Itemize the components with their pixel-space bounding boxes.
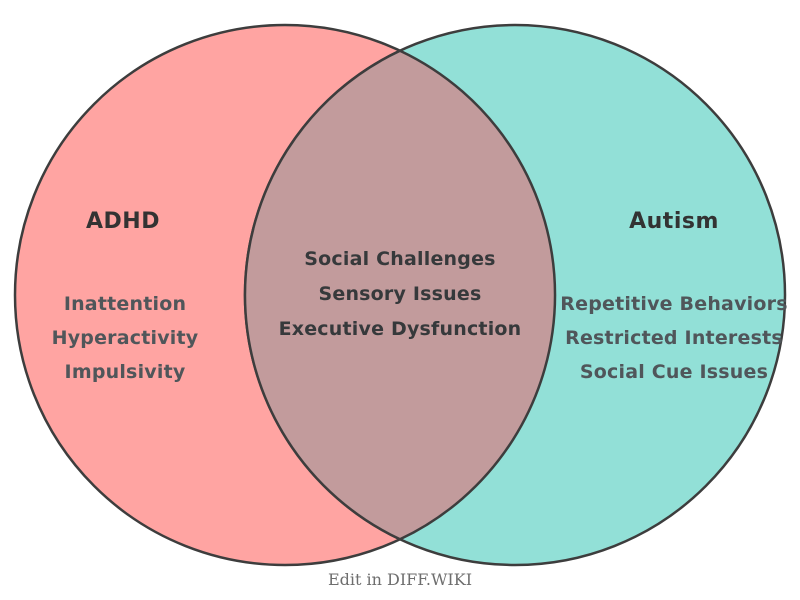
overlap-item: Sensory Issues (318, 283, 482, 305)
adhd-items: Inattention Hyperactivity Impulsivity (0, 287, 250, 389)
edit-in-diffwiki-link[interactable]: Edit in DIFF.WIKI (327, 570, 473, 589)
autism-item: Social Cue Issues (579, 361, 769, 383)
adhd-heading: ADHD (86, 209, 160, 234)
adhd-item: Inattention (63, 293, 187, 315)
autism-item: Restricted Interests (565, 327, 783, 349)
adhd-item: Impulsivity (64, 361, 186, 383)
overlap-region (243, 49, 557, 541)
adhd-item: Hyperactivity (51, 327, 199, 349)
autism-heading: Autism (629, 209, 719, 234)
overlap-item: Social Challenges (304, 248, 496, 270)
autism-item: Repetitive Behaviors (560, 293, 788, 315)
overlap-items: Social Challenges Sensory Issues Executi… (275, 242, 525, 347)
overlap-item: Executive Dysfunction (278, 318, 522, 340)
autism-items: Repetitive Behaviors Restricted Interest… (549, 287, 799, 389)
